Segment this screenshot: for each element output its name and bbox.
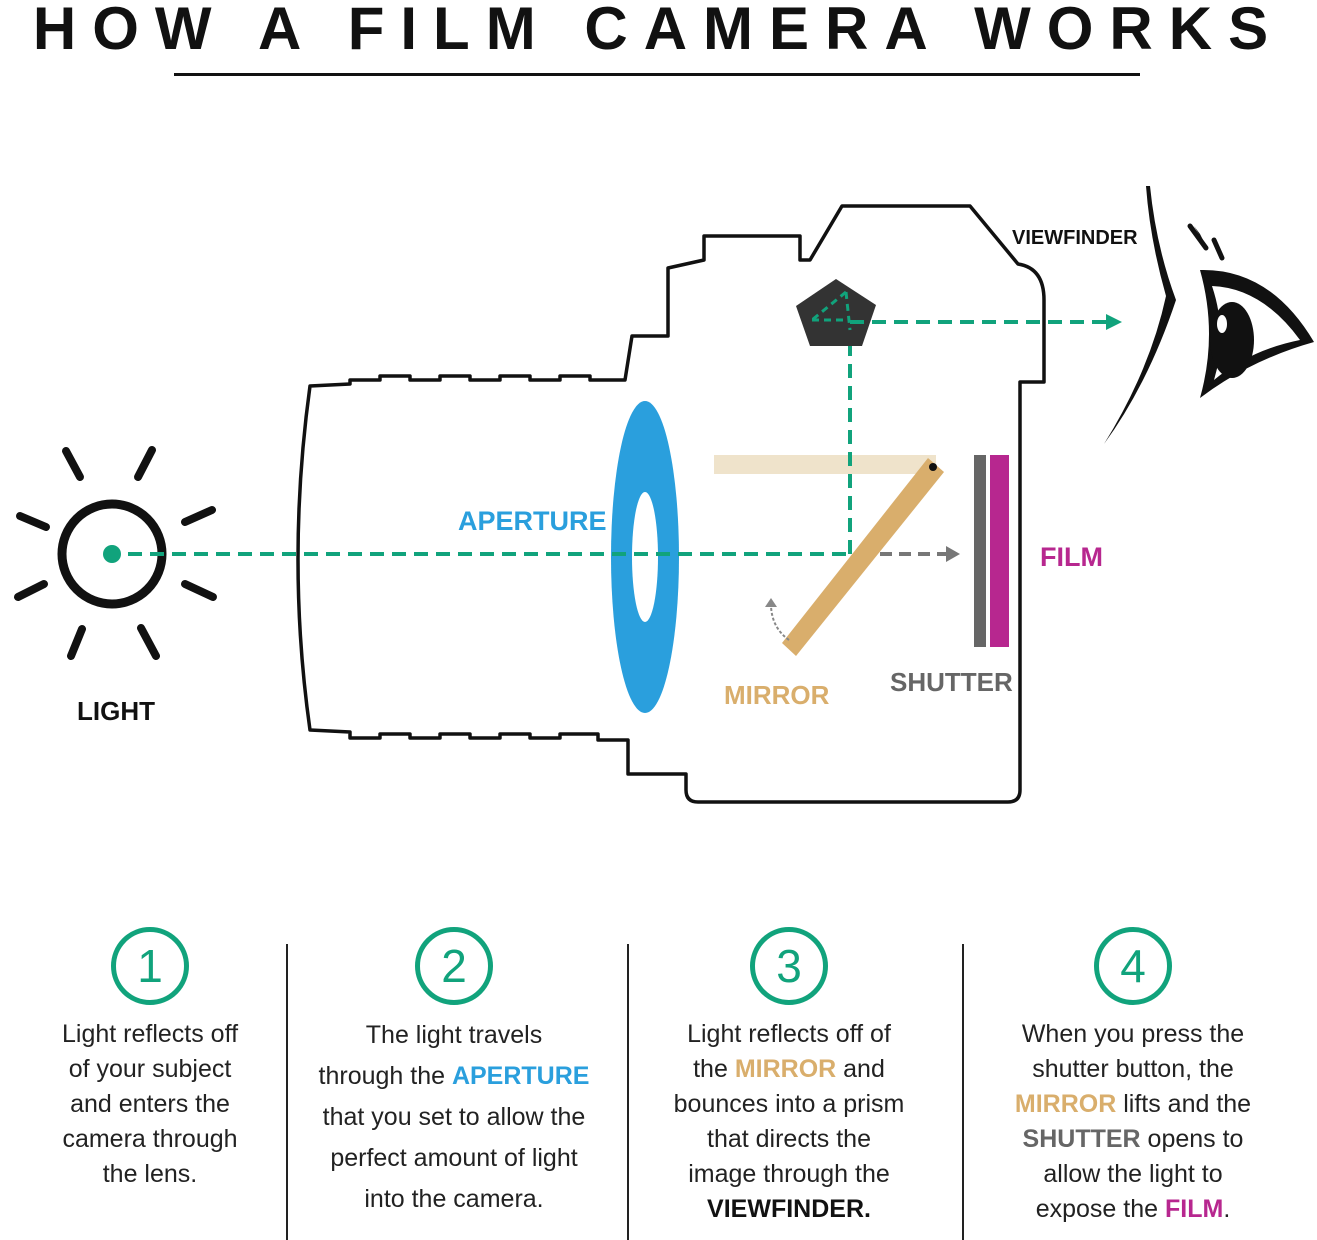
label-film: FILM [1040, 542, 1103, 572]
mirror-pivot [929, 463, 937, 471]
step-number-badge: 3 [750, 927, 828, 1005]
step-description: The light travels through the APERTURE t… [318, 1021, 590, 1213]
light-point [103, 545, 121, 563]
step-3: 3 Light reflects off of the MIRROR and b… [650, 927, 928, 1227]
camera-body-outline [296, 204, 1046, 804]
label-viewfinder: VIEWFINDER [1012, 227, 1138, 249]
shutter-bar [974, 455, 986, 647]
aperture-opening [632, 492, 658, 622]
step-4: 4 When you press the shutter button, the… [990, 927, 1276, 1227]
step-divider [962, 944, 964, 1240]
page-title: HOW A FILM CAMERA WORKS [32, 0, 1285, 62]
label-mirror: MIRROR [724, 680, 830, 710]
label-light: LIGHT [77, 696, 155, 726]
step-number-badge: 1 [111, 927, 189, 1005]
step-divider [286, 944, 288, 1240]
sun-icon [14, 446, 217, 660]
step-divider [627, 944, 629, 1240]
camera-diagram: VIEWFINDER APERTURE FILM LIGHT MIRROR SH… [14, 186, 1314, 804]
prism-icon [796, 279, 876, 346]
mirror-raised-position [714, 455, 936, 474]
step-1: 1 Light reflects off of your subject and… [40, 927, 260, 1192]
label-aperture: APERTURE [458, 506, 607, 536]
arrowhead-green [1106, 314, 1122, 330]
step-description: Light reflects off of your subject and e… [61, 1020, 239, 1188]
step-description: Light reflects off of the MIRROR and bou… [673, 1020, 905, 1223]
title-underline [174, 73, 1140, 76]
film-strip [990, 455, 1009, 647]
step-description: When you press the shutter button, the M… [1014, 1020, 1252, 1223]
arrowhead-grey [946, 546, 960, 562]
mirror-lift-arrow [770, 605, 790, 641]
step-number-badge: 2 [415, 927, 493, 1005]
eye-icon [1104, 186, 1314, 444]
step-2: 2 The light travels through the APERTURE… [310, 927, 598, 1220]
label-shutter: SHUTTER [890, 667, 1013, 697]
step-number-badge: 4 [1094, 927, 1172, 1005]
mirror-icon [782, 458, 944, 656]
